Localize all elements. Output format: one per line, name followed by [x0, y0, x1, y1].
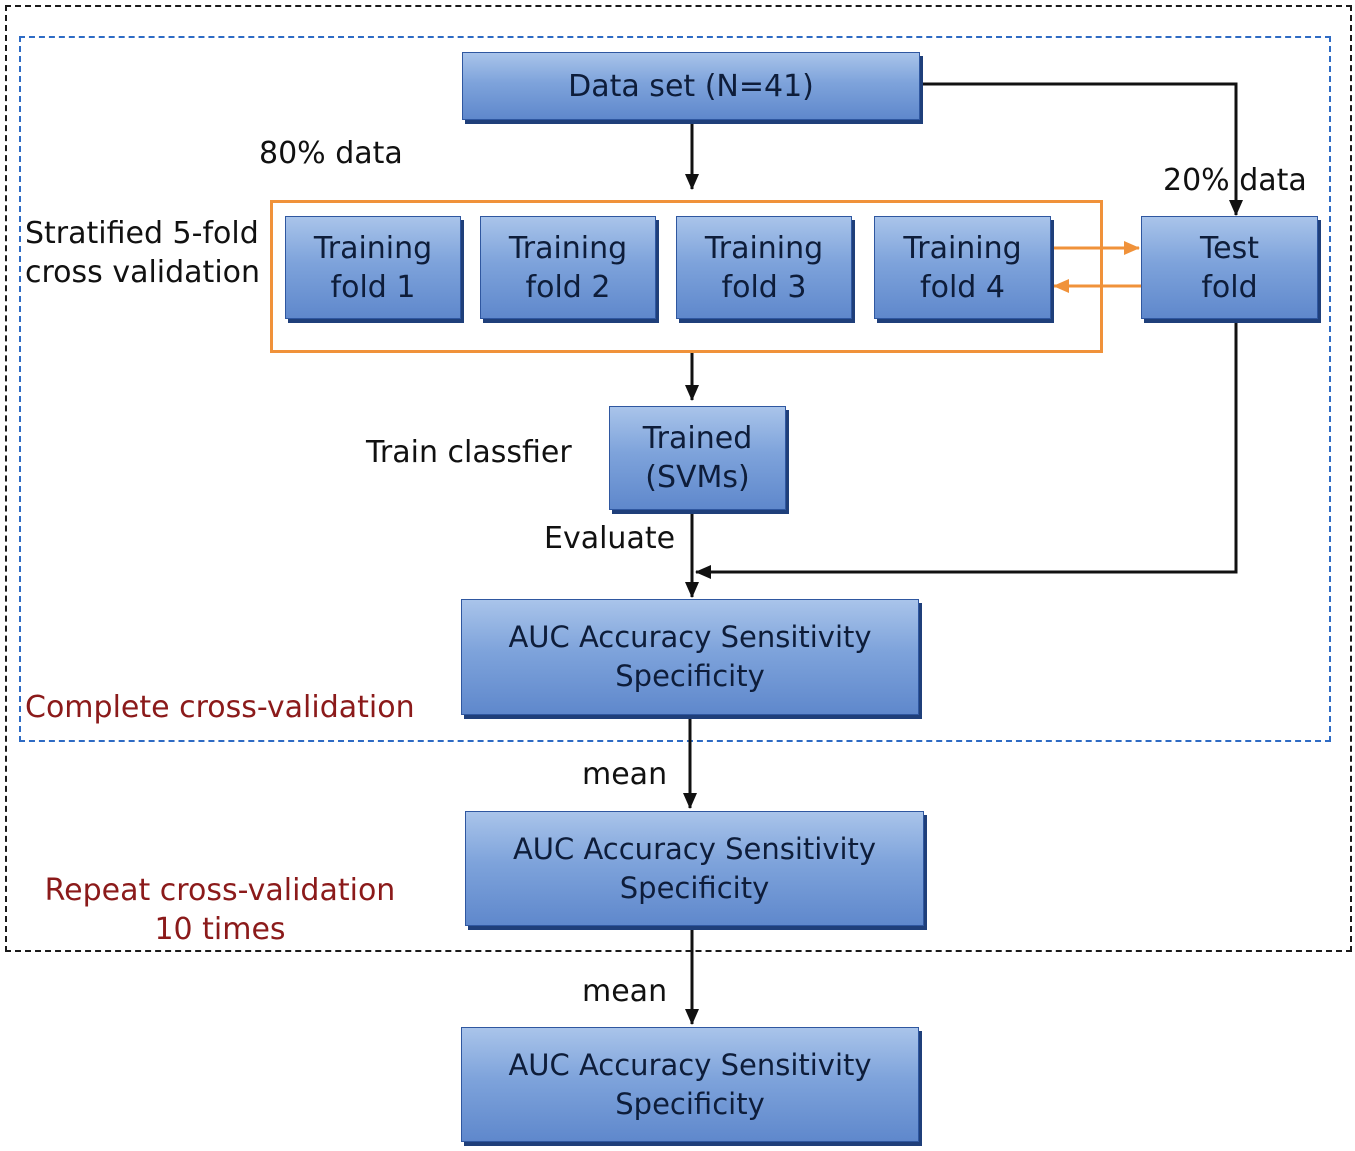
- metrics-cv-box: AUC Accuracy Sensitivity Specificity: [461, 599, 919, 715]
- dataset-box: Data set (N=41): [462, 52, 920, 120]
- training-fold-4-box: Training fold 4: [874, 216, 1051, 319]
- trained-svms-box: Trained (SVMs): [609, 406, 786, 510]
- arrow-test-to-metrics: [695, 318, 1238, 579]
- arrow-dataset-to-test: [921, 82, 1243, 216]
- mean-label-1: mean: [582, 757, 668, 792]
- training-folds-frame: [270, 200, 1103, 353]
- data-80-label: 80% data: [259, 136, 403, 171]
- mean-label-2: mean: [582, 974, 668, 1009]
- repeat-cv-frame: [5, 5, 1352, 952]
- evaluate-label: Evaluate: [544, 521, 676, 556]
- train-classifier-label: Train classfier: [366, 435, 572, 470]
- training-fold-2-box: Training fold 2: [480, 216, 656, 319]
- training-fold-3-box: Training fold 3: [676, 216, 852, 319]
- repeat-cv-label: Repeat cross-validation 10 times: [44, 873, 396, 947]
- stratified-cv-label: Stratified 5-fold cross validation: [25, 216, 261, 290]
- complete-cv-frame: [19, 36, 1331, 742]
- complete-cv-label: Complete cross-validation: [25, 690, 415, 725]
- metrics-final-box: AUC Accuracy Sensitivity Specificity: [461, 1027, 919, 1142]
- metrics-repeat-box: AUC Accuracy Sensitivity Specificity: [465, 811, 924, 926]
- test-fold-box: Test fold: [1141, 216, 1318, 319]
- data-20-label: 20% data: [1163, 163, 1307, 198]
- training-fold-1-box: Training fold 1: [285, 216, 461, 319]
